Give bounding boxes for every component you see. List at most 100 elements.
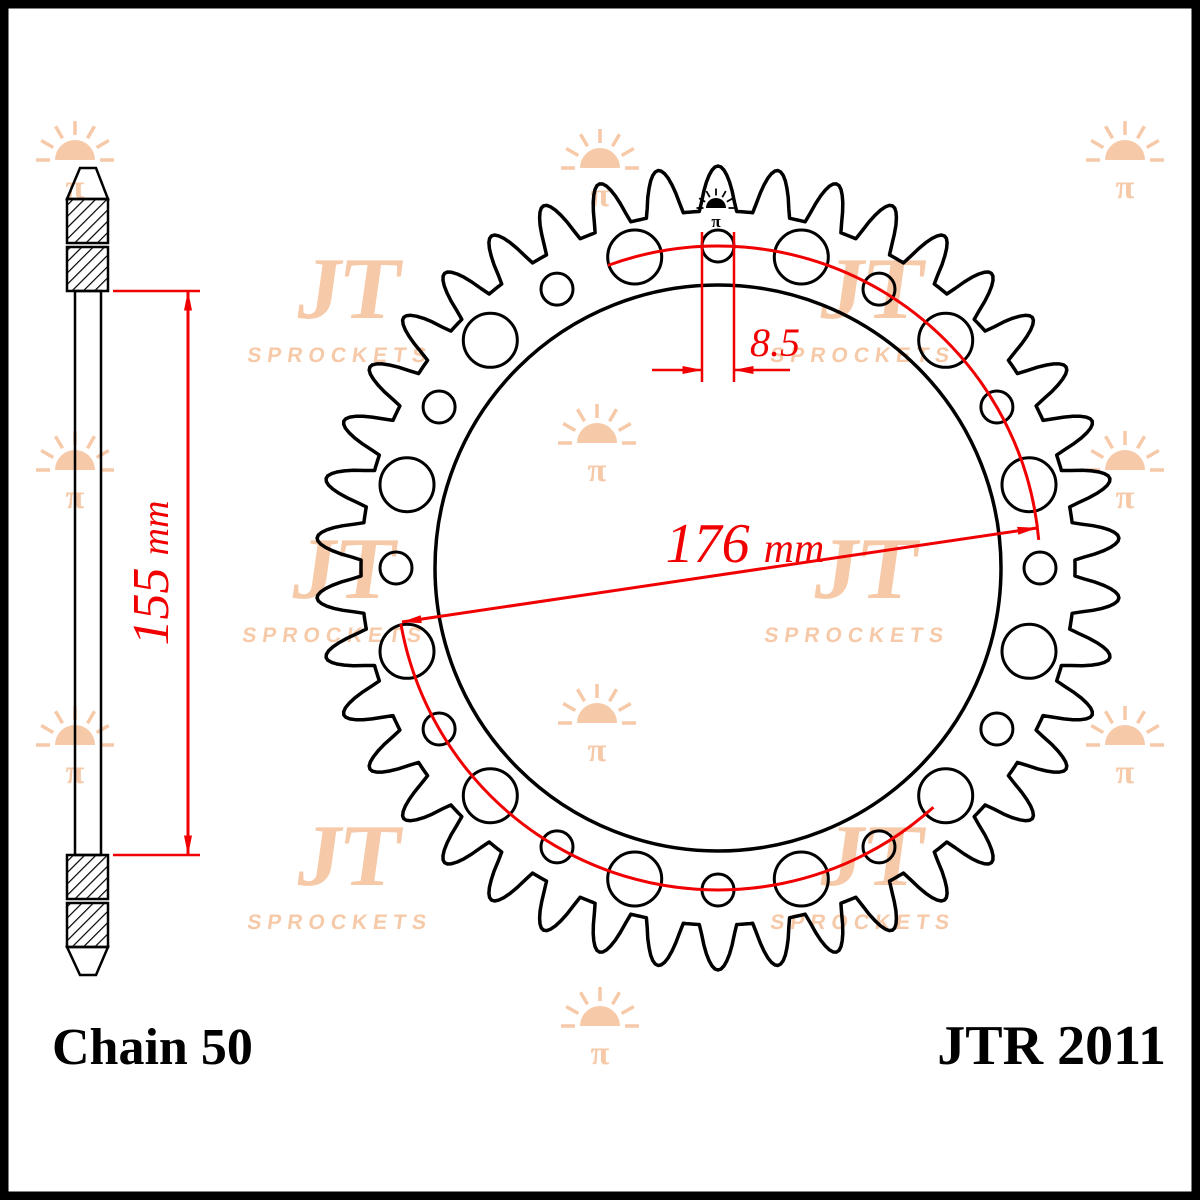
sun-ray xyxy=(1135,710,1147,725)
sun-half-disc xyxy=(706,198,726,208)
sun-ray xyxy=(1103,125,1115,140)
jt-pi-glyph: π xyxy=(1116,754,1135,791)
sun-ray xyxy=(95,723,110,735)
sun-ray xyxy=(578,991,590,1006)
jt-logo-text: JT xyxy=(291,240,407,338)
dim-155-value: 155 xyxy=(123,567,180,645)
sprocket-hole xyxy=(378,456,436,514)
jt-logo-text: JT xyxy=(286,520,402,618)
sprocket-side-view xyxy=(65,166,110,977)
jt-sprockets-watermark-logo: JT SPROCKETS xyxy=(246,240,434,367)
sun-ray xyxy=(1135,435,1147,450)
sun-ray xyxy=(1145,448,1160,460)
sprocket-hole xyxy=(461,311,519,369)
sun-ray xyxy=(705,190,711,198)
sun-ray xyxy=(562,421,577,433)
sun-ray xyxy=(85,125,97,140)
rising-sun-icon: π xyxy=(561,987,639,1072)
sun-ray xyxy=(95,448,110,460)
sun-half-disc xyxy=(1105,725,1145,745)
part-number-label: JTR 2011 xyxy=(937,1015,1166,1077)
sun-ray xyxy=(1090,138,1105,150)
sun-half-disc xyxy=(55,140,95,160)
sprocket-hole xyxy=(539,829,575,865)
sun-ray xyxy=(575,408,587,423)
rising-sun-icon: π xyxy=(1086,706,1164,791)
sun-ray xyxy=(565,1004,580,1016)
sun-ray xyxy=(85,435,97,450)
sun-ray xyxy=(617,421,632,433)
sun-ray xyxy=(1103,710,1115,725)
jt-pi-glyph: π xyxy=(1116,169,1135,206)
rising-sun-icon: π xyxy=(36,121,114,206)
sprocket-hole xyxy=(861,271,897,307)
sun-ray xyxy=(40,448,55,460)
sun-ray xyxy=(40,723,55,735)
sun-ray xyxy=(1135,125,1147,140)
rising-sun-icon: π xyxy=(561,129,639,214)
sun-half-disc xyxy=(580,1006,620,1026)
jt-sprockets-watermark-logo: JT SPROCKETS xyxy=(769,807,957,934)
sprocket-hole xyxy=(539,271,575,307)
jt-pi-glyph: π xyxy=(1116,479,1135,516)
rising-sun-icon: π xyxy=(1086,121,1164,206)
side-view-hatch-band xyxy=(65,197,110,245)
dim-176-unit: mm xyxy=(764,526,825,572)
dimension-annotations xyxy=(113,232,1041,892)
sun-half-disc xyxy=(577,423,617,443)
dim-155-label: 155mm xyxy=(123,501,180,646)
jt-logo-text: JT xyxy=(808,520,924,618)
sprocket-hole-ring xyxy=(378,228,1058,908)
sprockets-logo-text: SPROCKETS xyxy=(246,344,434,367)
sun-ray xyxy=(85,710,97,725)
rising-sun-icon: π xyxy=(558,684,636,769)
sprockets-logo-text: SPROCKETS xyxy=(763,624,951,647)
sprocket-hole xyxy=(421,389,457,425)
jt-pi-glyph: π xyxy=(591,1035,610,1072)
sprocket-hole xyxy=(606,850,664,908)
sprocket-teeth-outline xyxy=(315,164,1121,972)
sun-ray xyxy=(698,197,706,203)
sprocket-hole xyxy=(772,850,830,908)
bolt-circle-arc-top xyxy=(607,244,1041,541)
dim-176-line xyxy=(401,526,1038,624)
sprocket-hole xyxy=(979,389,1015,425)
sprocket-hole xyxy=(606,228,664,286)
rising-sun-icon: π xyxy=(558,404,636,489)
sun-ray xyxy=(1145,138,1160,150)
sun-ray xyxy=(578,133,590,148)
sprocket-hole xyxy=(772,228,830,286)
sprocket-hole xyxy=(378,622,436,680)
jt-logo-text: JT xyxy=(814,807,930,905)
sun-ray xyxy=(721,190,727,198)
bolt-circle-arc-bottom xyxy=(399,623,935,892)
sprockets-logo-text: SPROCKETS xyxy=(769,911,957,934)
rising-sun-icon: π xyxy=(696,188,736,231)
sprocket-hole xyxy=(1022,550,1058,586)
side-view-bottom-tooth xyxy=(65,945,110,977)
sun-ray xyxy=(620,146,635,158)
sun-ray xyxy=(562,701,577,713)
sprocket-hole xyxy=(421,711,457,747)
sun-ray xyxy=(610,133,622,148)
jt-logo-text: JT xyxy=(291,807,407,905)
jt-pi-glyph: π xyxy=(588,732,607,769)
sun-ray xyxy=(607,408,619,423)
sun-ray xyxy=(53,435,65,450)
sun-ray xyxy=(607,688,619,703)
sprocket-hole xyxy=(917,767,975,825)
sprocket-hole xyxy=(979,711,1015,747)
sun-half-disc xyxy=(577,703,617,723)
sprocket-hole xyxy=(461,767,519,825)
sun-half-disc xyxy=(1105,450,1145,470)
sun-half-disc xyxy=(1105,140,1145,160)
sun-half-disc xyxy=(580,148,620,168)
sun-ray xyxy=(1103,435,1115,450)
